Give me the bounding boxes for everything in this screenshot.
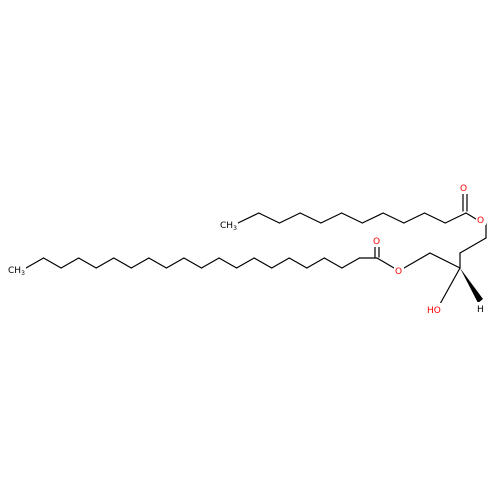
methyl-bottom-label: CH3 <box>8 266 25 277</box>
hydroxyl-label: HO <box>427 306 441 316</box>
top-ch2-chiral-bond <box>459 237 487 254</box>
bottom-chain-bond-17 <box>306 257 325 269</box>
ester-bottom-carbonyl-oxygen: O <box>373 237 380 247</box>
top-chain-bond-10 <box>423 212 446 224</box>
bottom-chain-bond-16 <box>288 257 308 269</box>
top-chain-bond-9 <box>403 212 426 224</box>
bottom-ester-co-bond <box>376 257 395 269</box>
bottom-chain-bond-3 <box>60 257 80 269</box>
methyl-top-knockout <box>219 217 238 231</box>
top-chain-bond-6 <box>341 212 363 224</box>
chiral-hydroxyl-bond <box>439 267 461 305</box>
top-chain-bond-2 <box>258 212 281 224</box>
bottom-chain-bond-5 <box>95 257 115 269</box>
bottom-chain-bond-14 <box>253 257 273 269</box>
bottom-chain-bond-6 <box>113 257 132 269</box>
bottom-chain-bond-18 <box>323 257 343 269</box>
top-chain-bond-11 <box>444 212 467 224</box>
ester-top-link-oxygen: O <box>477 216 484 226</box>
stereo-h-label: H <box>477 305 484 315</box>
top-ester-co-bond <box>465 212 477 220</box>
bottom-chain-bond-11 <box>200 257 220 269</box>
bottom-chain-bond-7 <box>130 257 150 269</box>
bottom-chain-bond-9 <box>165 257 185 269</box>
ester-top-carbonyl-oxygen: O <box>460 184 467 194</box>
bottom-chain-bond-13 <box>236 257 255 269</box>
top-chain-bond-8 <box>382 212 405 224</box>
bottom-chain-bond-2 <box>42 257 62 269</box>
ester-bottom-carbonyl-o-knockout <box>372 235 382 247</box>
bottom-ch2-chiral-bond <box>429 252 461 269</box>
top-chain-bond-4 <box>299 212 322 224</box>
bottom-chain-bond-15 <box>271 257 290 269</box>
ester-bottom-link-oxygen: O <box>395 267 402 277</box>
bond-lines <box>25 193 487 305</box>
methyl-top-label: CH3 <box>220 221 237 232</box>
bottom-chain-bond-19 <box>341 257 361 269</box>
top-chain-bond-5 <box>320 212 343 224</box>
bottom-chain-bond-1 <box>25 257 45 269</box>
top-chain-bond-3 <box>278 212 301 224</box>
bottom-ester-o-ch2-bond <box>403 252 431 269</box>
stereo-h-knockout <box>476 302 486 315</box>
bottom-chain-bond-4 <box>78 257 97 269</box>
bottom-chain-bond-12 <box>218 257 238 269</box>
ester-top-link-o-knockout <box>476 213 486 225</box>
atom-labels: CH3 CH3 O O O O HO H <box>7 182 486 316</box>
stereo-wedge-bond <box>460 268 483 303</box>
ester-top-carbonyl-o-knockout <box>459 182 469 194</box>
bottom-chain-bond-10 <box>183 257 203 269</box>
hydroxyl-knockout <box>426 303 442 316</box>
ester-bottom-link-o-knockout <box>394 264 404 276</box>
top-chain-bond-1 <box>237 212 260 224</box>
top-chain-bond-7 <box>361 212 384 224</box>
bottom-chain-bond-8 <box>148 257 167 269</box>
methyl-bottom-knockout <box>7 262 26 276</box>
